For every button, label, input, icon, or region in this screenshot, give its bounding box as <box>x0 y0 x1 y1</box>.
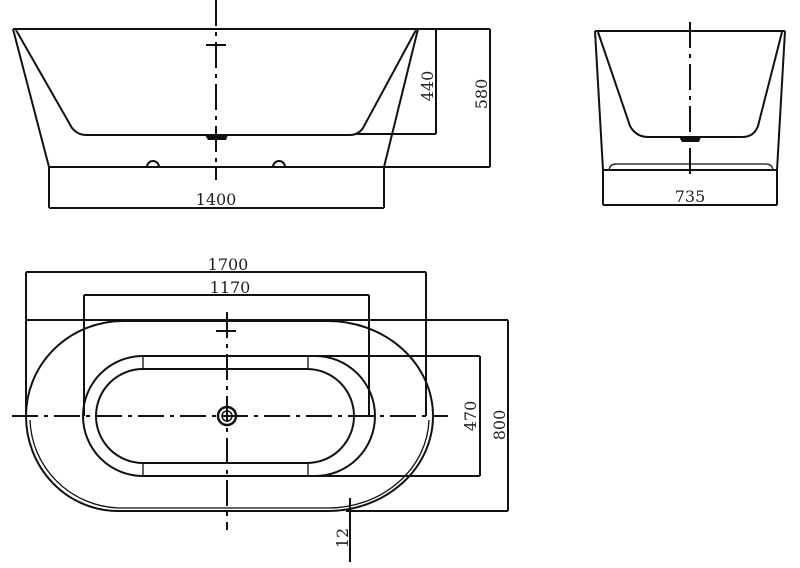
dim-inner-bottom-length: 1170 <box>210 278 251 297</box>
dim-rim-offset: 12 <box>333 528 352 548</box>
front-elevation-view: 440 580 1400 <box>12 0 491 209</box>
plan-view: 1700 1170 470 800 <box>12 255 509 562</box>
dim-overall-length: 1700 <box>208 255 249 274</box>
dim-inner-bottom-width: 470 <box>461 401 480 432</box>
foot-right <box>272 160 286 168</box>
dim-base-length: 1400 <box>196 190 237 209</box>
side-elevation-view: 735 <box>594 22 786 206</box>
dim-inner-depth: 440 <box>418 71 437 102</box>
dim-overall-width: 800 <box>490 410 509 441</box>
foot-left <box>146 160 160 168</box>
dim-base-width: 735 <box>675 187 706 206</box>
dim-total-height: 580 <box>472 79 491 110</box>
